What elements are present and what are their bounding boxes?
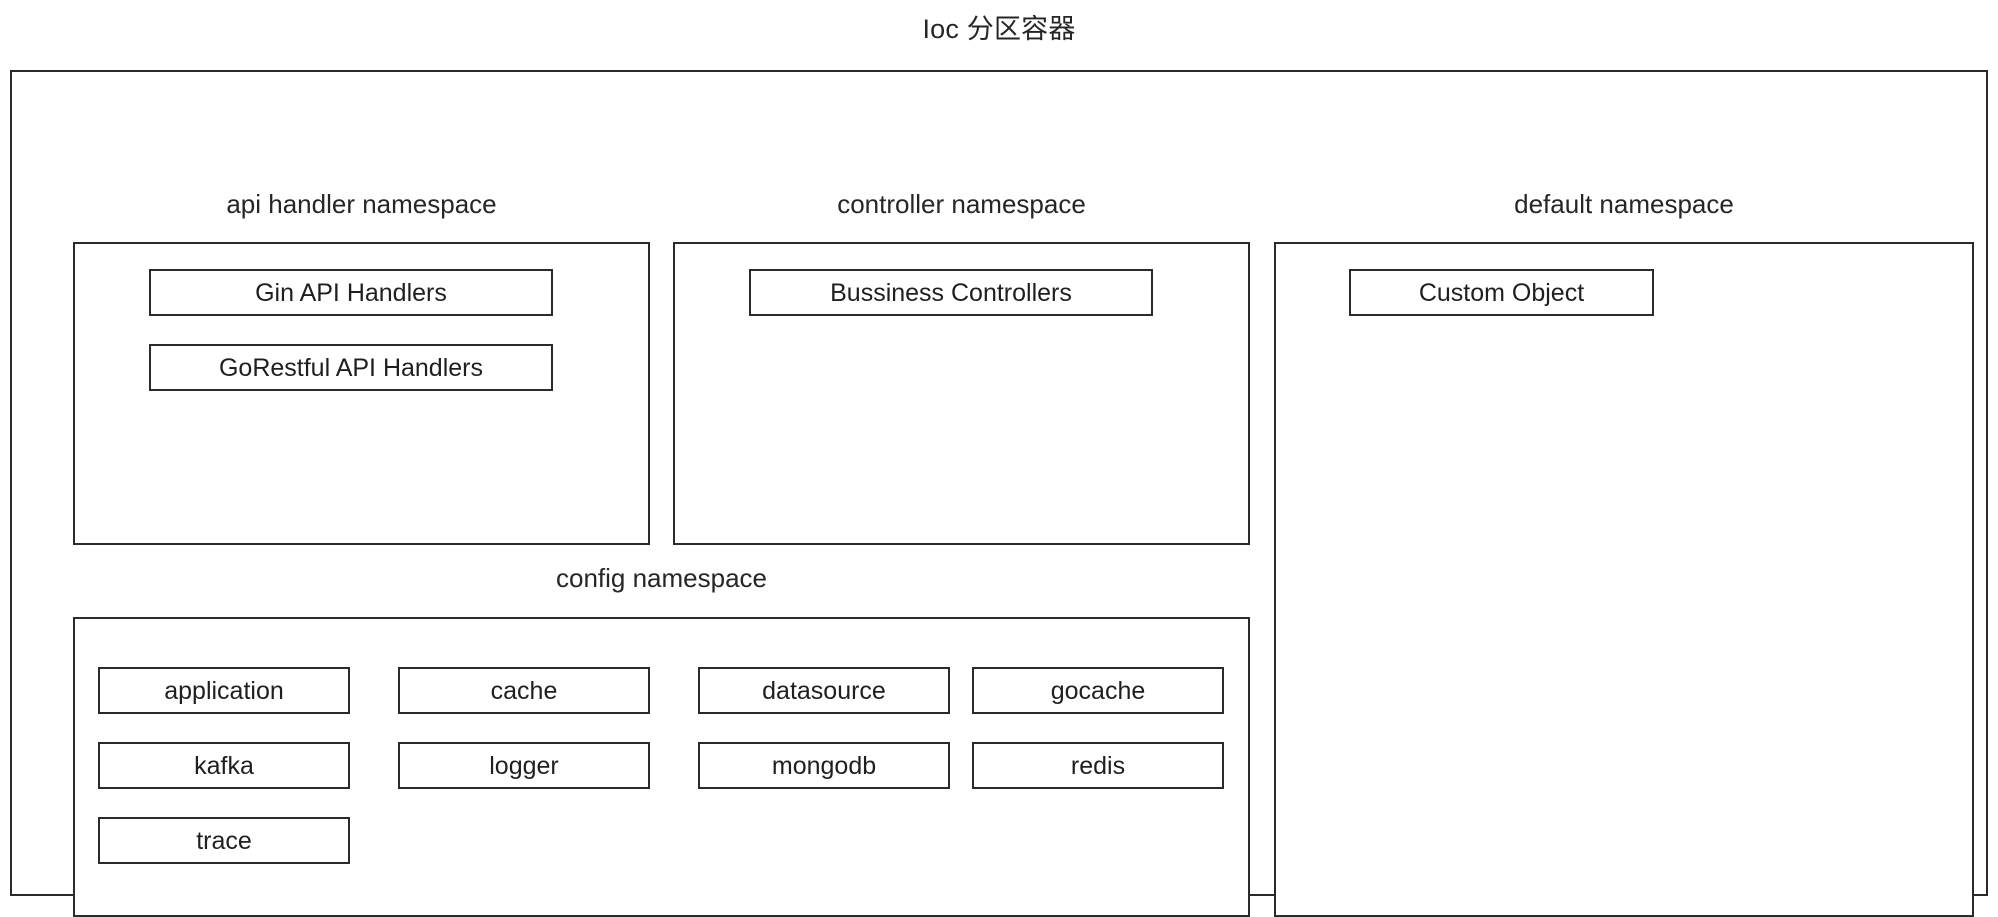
component-mongodb[interactable]: mongodb (698, 742, 950, 789)
namespace-label-api-handler: api handler namespace (226, 189, 497, 219)
component-custom-object[interactable]: Custom Object (1349, 269, 1654, 316)
component-gocache[interactable]: gocache (972, 667, 1224, 714)
component-gorestful-api-handlers[interactable]: GoRestful API Handlers (149, 344, 553, 391)
component-logger[interactable]: logger (398, 742, 650, 789)
component-bussiness-controllers[interactable]: Bussiness Controllers (749, 269, 1153, 316)
namespace-label-controller: controller namespace (837, 189, 1086, 219)
namespace-box-default (1274, 242, 1974, 917)
component-trace[interactable]: trace (98, 817, 350, 864)
component-kafka[interactable]: kafka (98, 742, 350, 789)
component-datasource[interactable]: datasource (698, 667, 950, 714)
ioc-container: api handler namespace Gin API Handlers G… (10, 70, 1988, 917)
namespace-label-config: config namespace (555, 563, 768, 593)
namespace-label-default: default namespace (1514, 189, 1734, 219)
component-cache[interactable]: cache (398, 667, 650, 714)
component-gin-api-handlers[interactable]: Gin API Handlers (149, 269, 553, 316)
diagram-title: Ioc 分区容器 (922, 14, 1076, 44)
component-redis[interactable]: redis (972, 742, 1224, 789)
component-application[interactable]: application (98, 667, 350, 714)
